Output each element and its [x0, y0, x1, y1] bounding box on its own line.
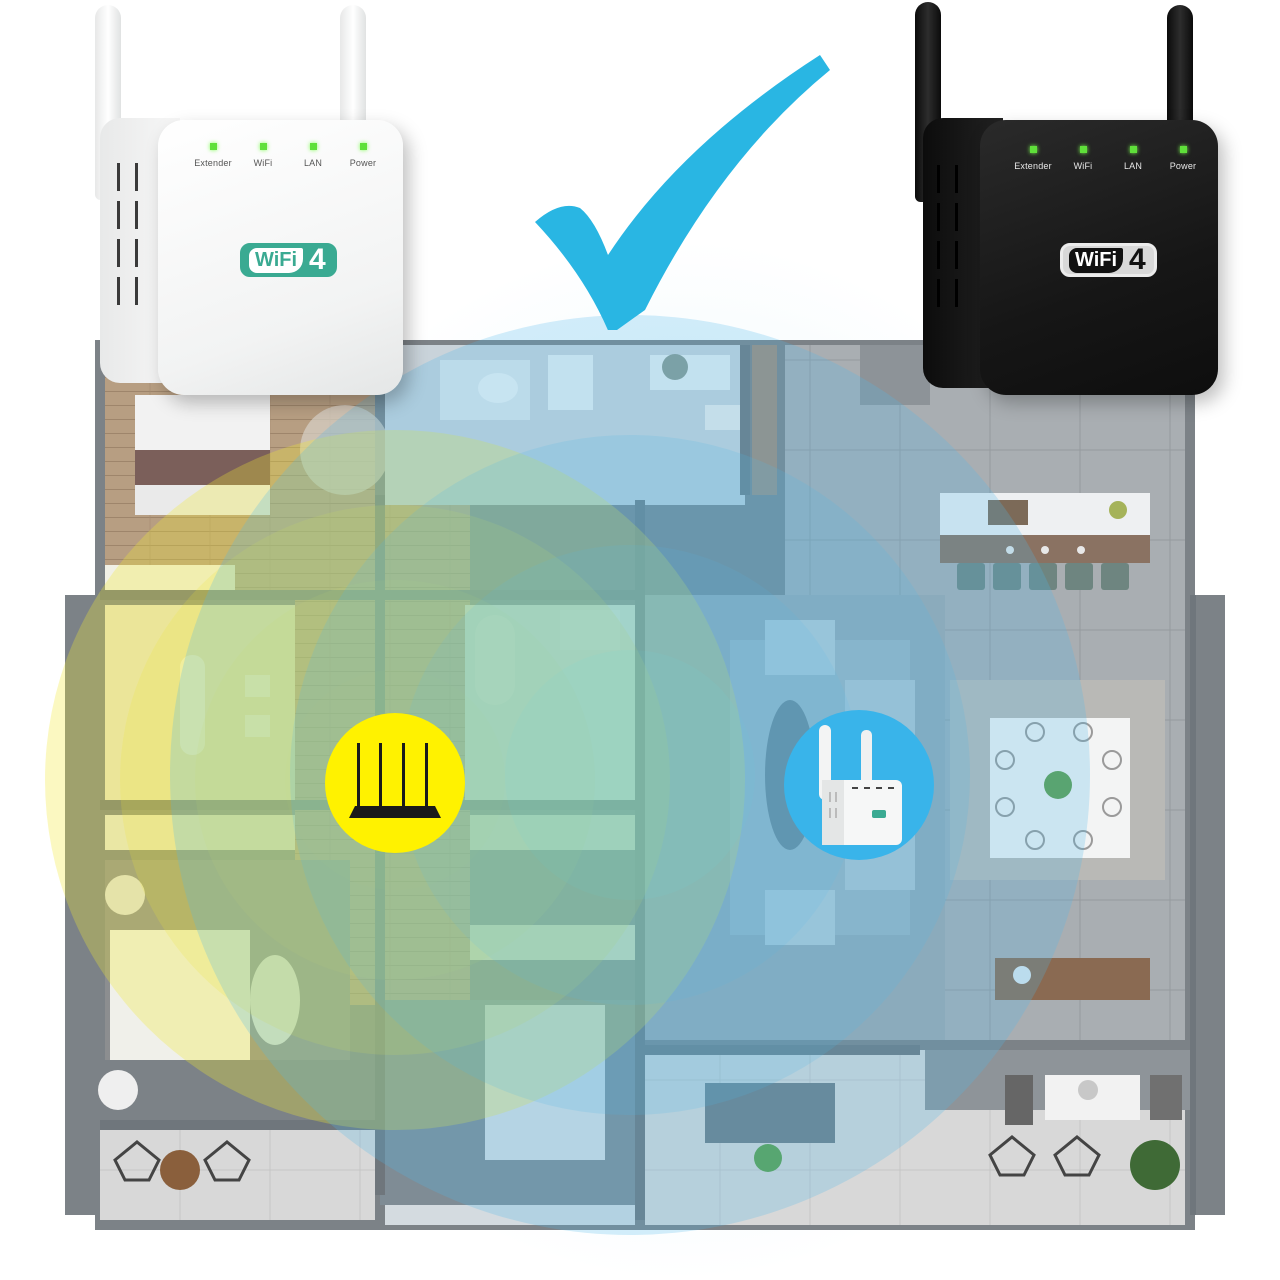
- led-light-icon: [259, 143, 267, 150]
- extender-icon: [819, 725, 902, 845]
- router-icon: [349, 743, 441, 818]
- wifi4-logo: WiFi 4: [1060, 243, 1157, 277]
- right-antenna: [340, 5, 366, 130]
- wifi-generation: 4: [309, 243, 326, 276]
- white-wifi-extender: Extender WiFi LAN Power WiFi 4: [90, 0, 410, 400]
- led-wifi: WiFi: [1058, 146, 1108, 171]
- led-extender: Extender: [1008, 146, 1058, 171]
- led-light-icon: [359, 143, 367, 150]
- extender-badge: [784, 710, 934, 860]
- led-light-icon: [1179, 146, 1187, 153]
- right-antenna: [1167, 5, 1193, 130]
- led-power: Power: [1158, 146, 1208, 171]
- wifi-wordmark: WiFi: [1069, 247, 1124, 273]
- indicator-leds: Extender WiFi LAN Power: [1008, 146, 1208, 171]
- led-power: Power: [338, 143, 388, 168]
- led-wifi: WiFi: [238, 143, 288, 168]
- wifi4-logo: WiFi 4: [240, 243, 337, 277]
- led-light-icon: [209, 143, 217, 150]
- led-lan: LAN: [288, 143, 338, 168]
- wifi-generation: 4: [1129, 243, 1146, 276]
- side-vents: [937, 165, 965, 307]
- led-extender: Extender: [188, 143, 238, 168]
- extender-coverage-rings: [170, 315, 1090, 1235]
- led-lan: LAN: [1108, 146, 1158, 171]
- led-light-icon: [1079, 146, 1087, 153]
- checkmark-icon: [535, 55, 830, 330]
- floorplan-structure: [65, 340, 1225, 1230]
- led-light-icon: [1029, 146, 1037, 153]
- wifi-wordmark: WiFi: [249, 247, 304, 273]
- side-vents: [117, 163, 145, 305]
- router-badge: [325, 713, 465, 853]
- indicator-leds: Extender WiFi LAN Power: [188, 143, 388, 168]
- led-light-icon: [309, 143, 317, 150]
- black-wifi-extender: Extender WiFi LAN Power WiFi 4: [905, 0, 1225, 410]
- led-light-icon: [1129, 146, 1137, 153]
